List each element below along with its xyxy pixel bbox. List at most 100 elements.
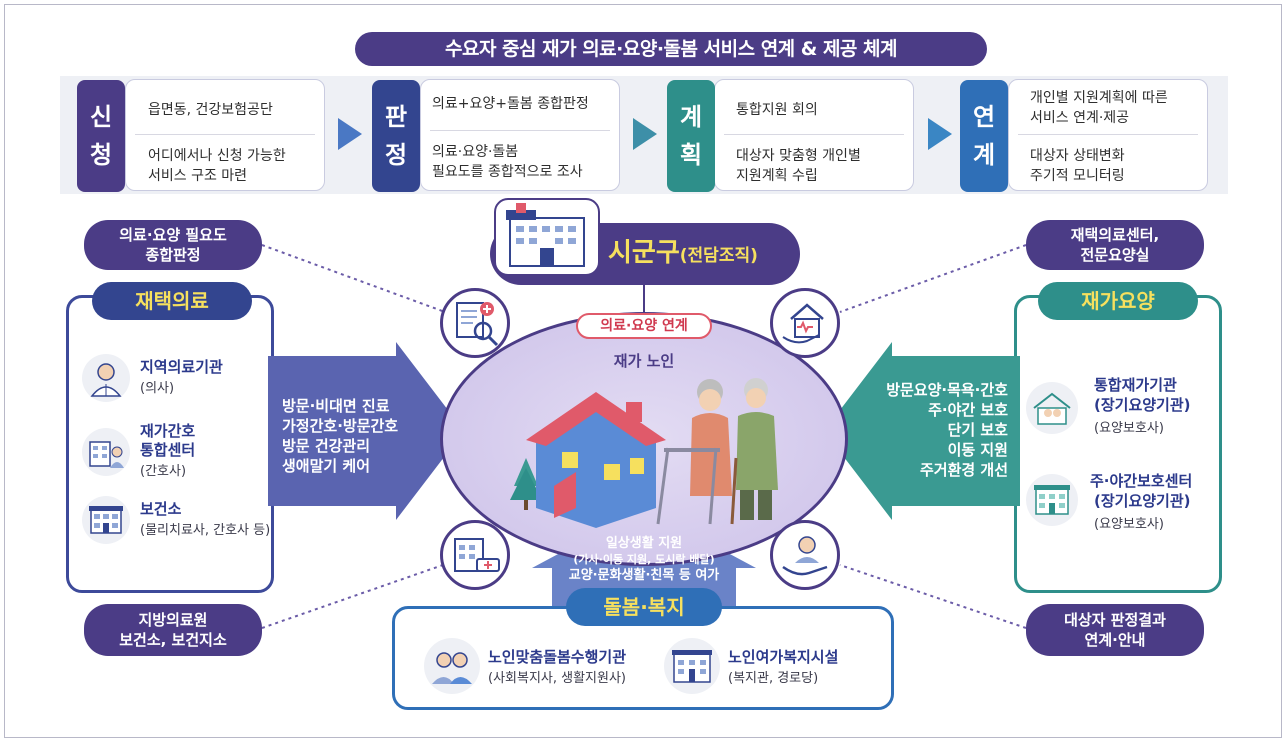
pill-homecare-center-line-1: 재택의료센터, [1070, 226, 1160, 244]
step-assess-char-1: 판 [384, 103, 408, 131]
assessment-icon [440, 288, 510, 358]
service-visit-bath-nurse: 방문요양·목욕·간호 [886, 381, 1008, 399]
local-clinic-sub: (의사) [140, 381, 175, 396]
home-medical-center-icon [770, 288, 840, 358]
step-apply-box [125, 79, 325, 191]
welfare-facility-icon [664, 638, 720, 694]
step-plan-box [714, 79, 914, 191]
pill-assessment: 의료·요양 필요도 종합판정 [84, 220, 262, 270]
daily-support-text: 일상생활 지원 (가사·이동 지원, 도시락 배달) 교양·문화생활·친목 등 … [520, 536, 768, 584]
step-assess-divider [430, 130, 610, 131]
government-building-icon [494, 198, 600, 276]
doctor-icon [82, 354, 130, 402]
health-center-icon [82, 496, 130, 544]
guidance-icon [770, 520, 840, 590]
nursing-center-name-1: 재가간호 [140, 422, 196, 440]
step-assess-item-3: 필요도를 종합적으로 조사 [432, 164, 583, 180]
day-care-sub: (요양보호사) [1094, 517, 1164, 532]
home-medical-arrow [268, 342, 464, 520]
step-link-char-1: 연 [972, 103, 996, 131]
diagram-title: 수요자 중심 재가 의료·요양·돌봄 서비스 연계 & 제공 체계 [355, 32, 987, 66]
arrow-right-icon [633, 118, 657, 150]
pill-public-health: 지방의료원 보건소, 보건지소 [84, 604, 262, 656]
step-assess-label: 판 정 [372, 80, 420, 192]
pill-public-health-line-2: 보건소, 보건지소 [119, 631, 227, 649]
home-care-icon [1026, 382, 1078, 434]
step-link-label: 연 계 [960, 80, 1008, 192]
caregivers-icon [424, 638, 480, 694]
step-link-item-4: 주기적 모니터링 [1030, 168, 1125, 184]
home-medical-services: 방문·비대면 진료 가정간호·방문간호 방문 건강관리 생애말기 케어 [282, 396, 398, 476]
nursing-center-icon [82, 428, 130, 476]
service-transport: 이동 지원 [947, 441, 1008, 459]
welfare-title: 돌봄·복지 [566, 588, 722, 626]
local-government-name: 시군구 [608, 238, 680, 268]
pill-result-guide: 대상자 판정결과 연계·안내 [1026, 604, 1204, 656]
elderly-label: 재가 노인 [613, 352, 675, 370]
tree-icon [510, 458, 542, 510]
elderly-leisure-facility-sub: (복지관, 경로당) [728, 671, 819, 686]
elderly-leisure-facility-name: 노인여가복지시설 [728, 648, 839, 666]
step-plan-divider [724, 134, 904, 135]
local-government-title: 시군구(전담조직) [608, 236, 758, 273]
outer-frame [4, 4, 1282, 738]
step-apply-item-3: 서비스 구조 마련 [148, 168, 248, 184]
step-plan-item-1: 통합지원 회의 [736, 102, 818, 118]
custom-care-agency-sub: (사회복지사, 생활지원사) [488, 671, 627, 686]
step-link-box [1008, 79, 1208, 191]
elderly-home-illustration [510, 378, 778, 528]
step-apply-char-1: 신 [89, 103, 113, 131]
arrow-right-icon [928, 118, 952, 150]
daily-support-line-3: 교양·문화생활·친목 등 여가 [568, 568, 720, 583]
pill-assessment-line-1: 의료·요양 필요도 [119, 226, 227, 244]
custom-care-agency-name: 노인맞춤돌봄수행기관 [488, 648, 627, 666]
integrated-care-sub: (요양보호사) [1094, 421, 1164, 436]
home-medical-title: 재택의료 [92, 282, 252, 320]
step-link-item-1: 개인별 지원계획에 따른 [1030, 90, 1168, 106]
step-plan-label: 계 획 [667, 80, 715, 192]
service-end-of-life: 생애말기 케어 [282, 457, 371, 475]
step-link-divider [1018, 134, 1198, 135]
service-short-term-care: 단기 보호 [947, 421, 1008, 439]
step-assess-box [420, 79, 620, 191]
step-link-item-2: 서비스 연계·제공 [1030, 110, 1130, 126]
pill-result-guide-line-2: 연계·안내 [1084, 631, 1146, 649]
service-housing: 주거환경 개선 [919, 461, 1008, 479]
pill-homecare-center: 재택의료센터, 전문요양실 [1026, 220, 1204, 270]
home-care-arrow [824, 342, 1020, 520]
step-plan-item-3: 지원계획 수립 [736, 168, 818, 184]
pill-assessment-line-2: 종합판정 [145, 246, 201, 264]
day-care-name-2: (장기요양기관) [1094, 492, 1191, 510]
home-care-panel [1014, 295, 1222, 593]
public-hospital-icon [440, 520, 510, 590]
health-center-name: 보건소 [140, 500, 182, 518]
nursing-center-name-2: 통합센터 [140, 441, 196, 459]
step-assess-item-1: 의료+요양+돌봄 종합판정 [432, 96, 589, 112]
health-center-sub: (물리치료사, 간호사 등) [140, 523, 271, 538]
home-care-title: 재가요양 [1038, 282, 1198, 320]
step-apply-item-2: 어디에서나 신청 가능한 [148, 148, 286, 164]
daily-support-line-2: (가사·이동 지원, 도시락 배달) [573, 553, 715, 566]
step-plan-char-2: 획 [679, 141, 703, 169]
step-link-char-2: 계 [972, 141, 996, 169]
service-health-management: 방문 건강관리 [282, 437, 371, 455]
day-care-icon [1026, 474, 1078, 526]
service-home-nursing: 가정간호·방문간호 [282, 417, 399, 435]
step-apply-label: 신 청 [77, 80, 125, 192]
medical-care-link-badge: 의료·요양 연계 [576, 313, 712, 339]
nursing-center-sub: (간호사) [140, 464, 187, 479]
arrow-right-icon [338, 118, 362, 150]
pill-result-guide-line-1: 대상자 판정결과 [1064, 611, 1166, 629]
home-care-services: 방문요양·목욕·간호 주·야간 보호 단기 보호 이동 지원 주거환경 개선 [860, 380, 1008, 480]
daily-support-line-1: 일상생활 지원 [605, 536, 683, 551]
integrated-care-name-1: 통합재가기관 [1094, 376, 1177, 394]
pill-public-health-line-1: 지방의료원 [138, 611, 208, 629]
step-apply-item-1: 읍면동, 건강보험공단 [148, 102, 273, 118]
step-assess-char-2: 정 [384, 141, 408, 169]
local-clinic-name: 지역의료기관 [140, 358, 223, 376]
service-visit-care: 방문·비대면 진료 [282, 397, 390, 415]
step-plan-item-2: 대상자 맞춤형 개인별 [736, 148, 861, 164]
pill-homecare-center-line-2: 전문요양실 [1080, 246, 1150, 264]
step-apply-char-2: 청 [89, 141, 113, 169]
